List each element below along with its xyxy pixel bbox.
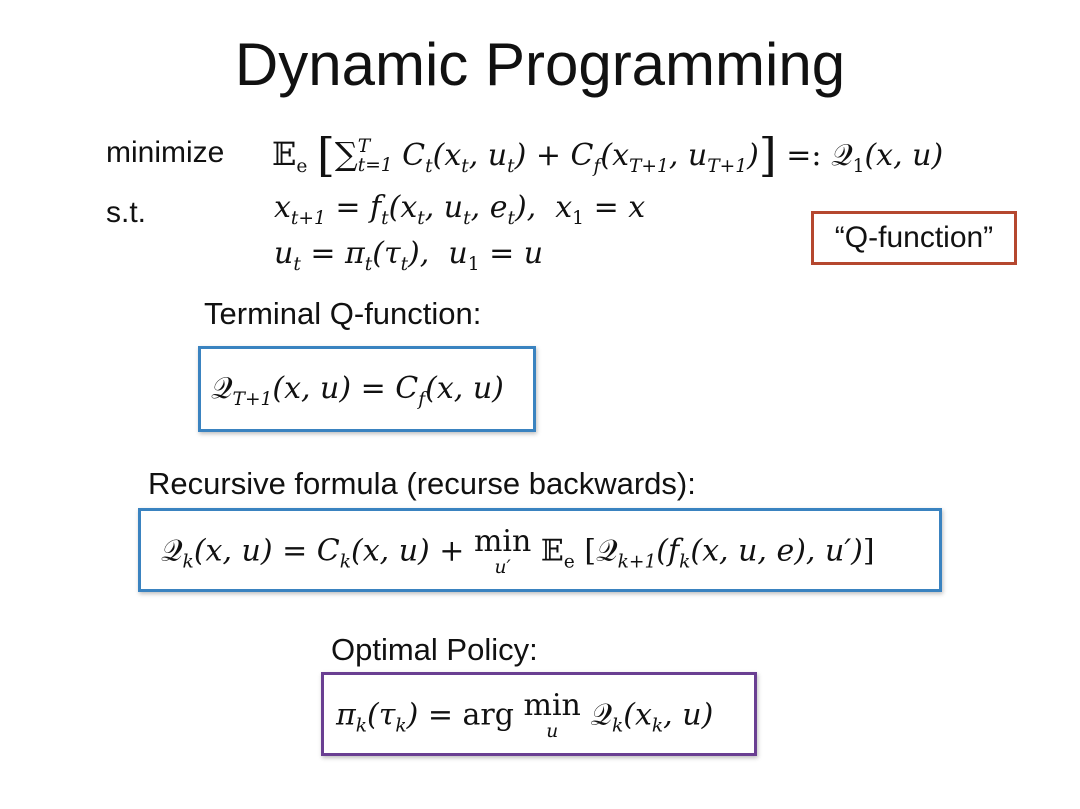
q-function-tag-box: “Q-function” — [811, 211, 1017, 265]
terminal-formula: 𝒬T+1(x, u) = Cf(x, u) — [211, 371, 504, 410]
recursive-heading: Recursive formula (recurse backwards): — [148, 466, 696, 501]
minimize-label: minimize — [106, 136, 225, 169]
slide-title: Dynamic Programming — [234, 31, 846, 98]
constraint-dynamics: xt+1 = ft(xt, ut, et), x1 = x — [274, 190, 646, 229]
policy-heading: Optimal Policy: — [331, 632, 538, 667]
terminal-heading: Terminal Q-function: — [204, 296, 482, 331]
constraint-policy: ut = πt(τt), u1 = u — [274, 236, 544, 275]
terminal-formula-box: 𝒬T+1(x, u) = Cf(x, u) — [198, 346, 536, 432]
st-label: s.t. — [106, 196, 147, 229]
q-function-tag: “Q-function” — [834, 221, 994, 254]
